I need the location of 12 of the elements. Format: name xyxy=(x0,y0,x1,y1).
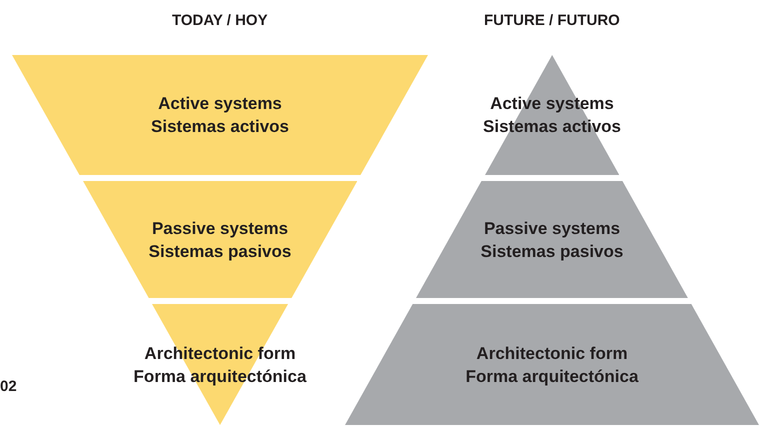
band-label: Sistemas pasivos xyxy=(480,240,624,262)
band-label: Active systems xyxy=(490,93,614,115)
column-heading: TODAY / HOY xyxy=(172,12,268,29)
band-label: Forma arquitectónica xyxy=(466,366,638,388)
band-label: Passive systems xyxy=(152,218,288,240)
band-label: Architectonic form xyxy=(476,342,628,364)
band-label: Sistemas activos xyxy=(151,116,289,138)
figure-number: 02 xyxy=(0,378,17,395)
band-label: Active systems xyxy=(158,93,282,115)
column-heading: FUTURE / FUTURO xyxy=(484,12,620,29)
band-label: Sistemas pasivos xyxy=(148,240,292,262)
band-label: Passive systems xyxy=(484,218,620,240)
